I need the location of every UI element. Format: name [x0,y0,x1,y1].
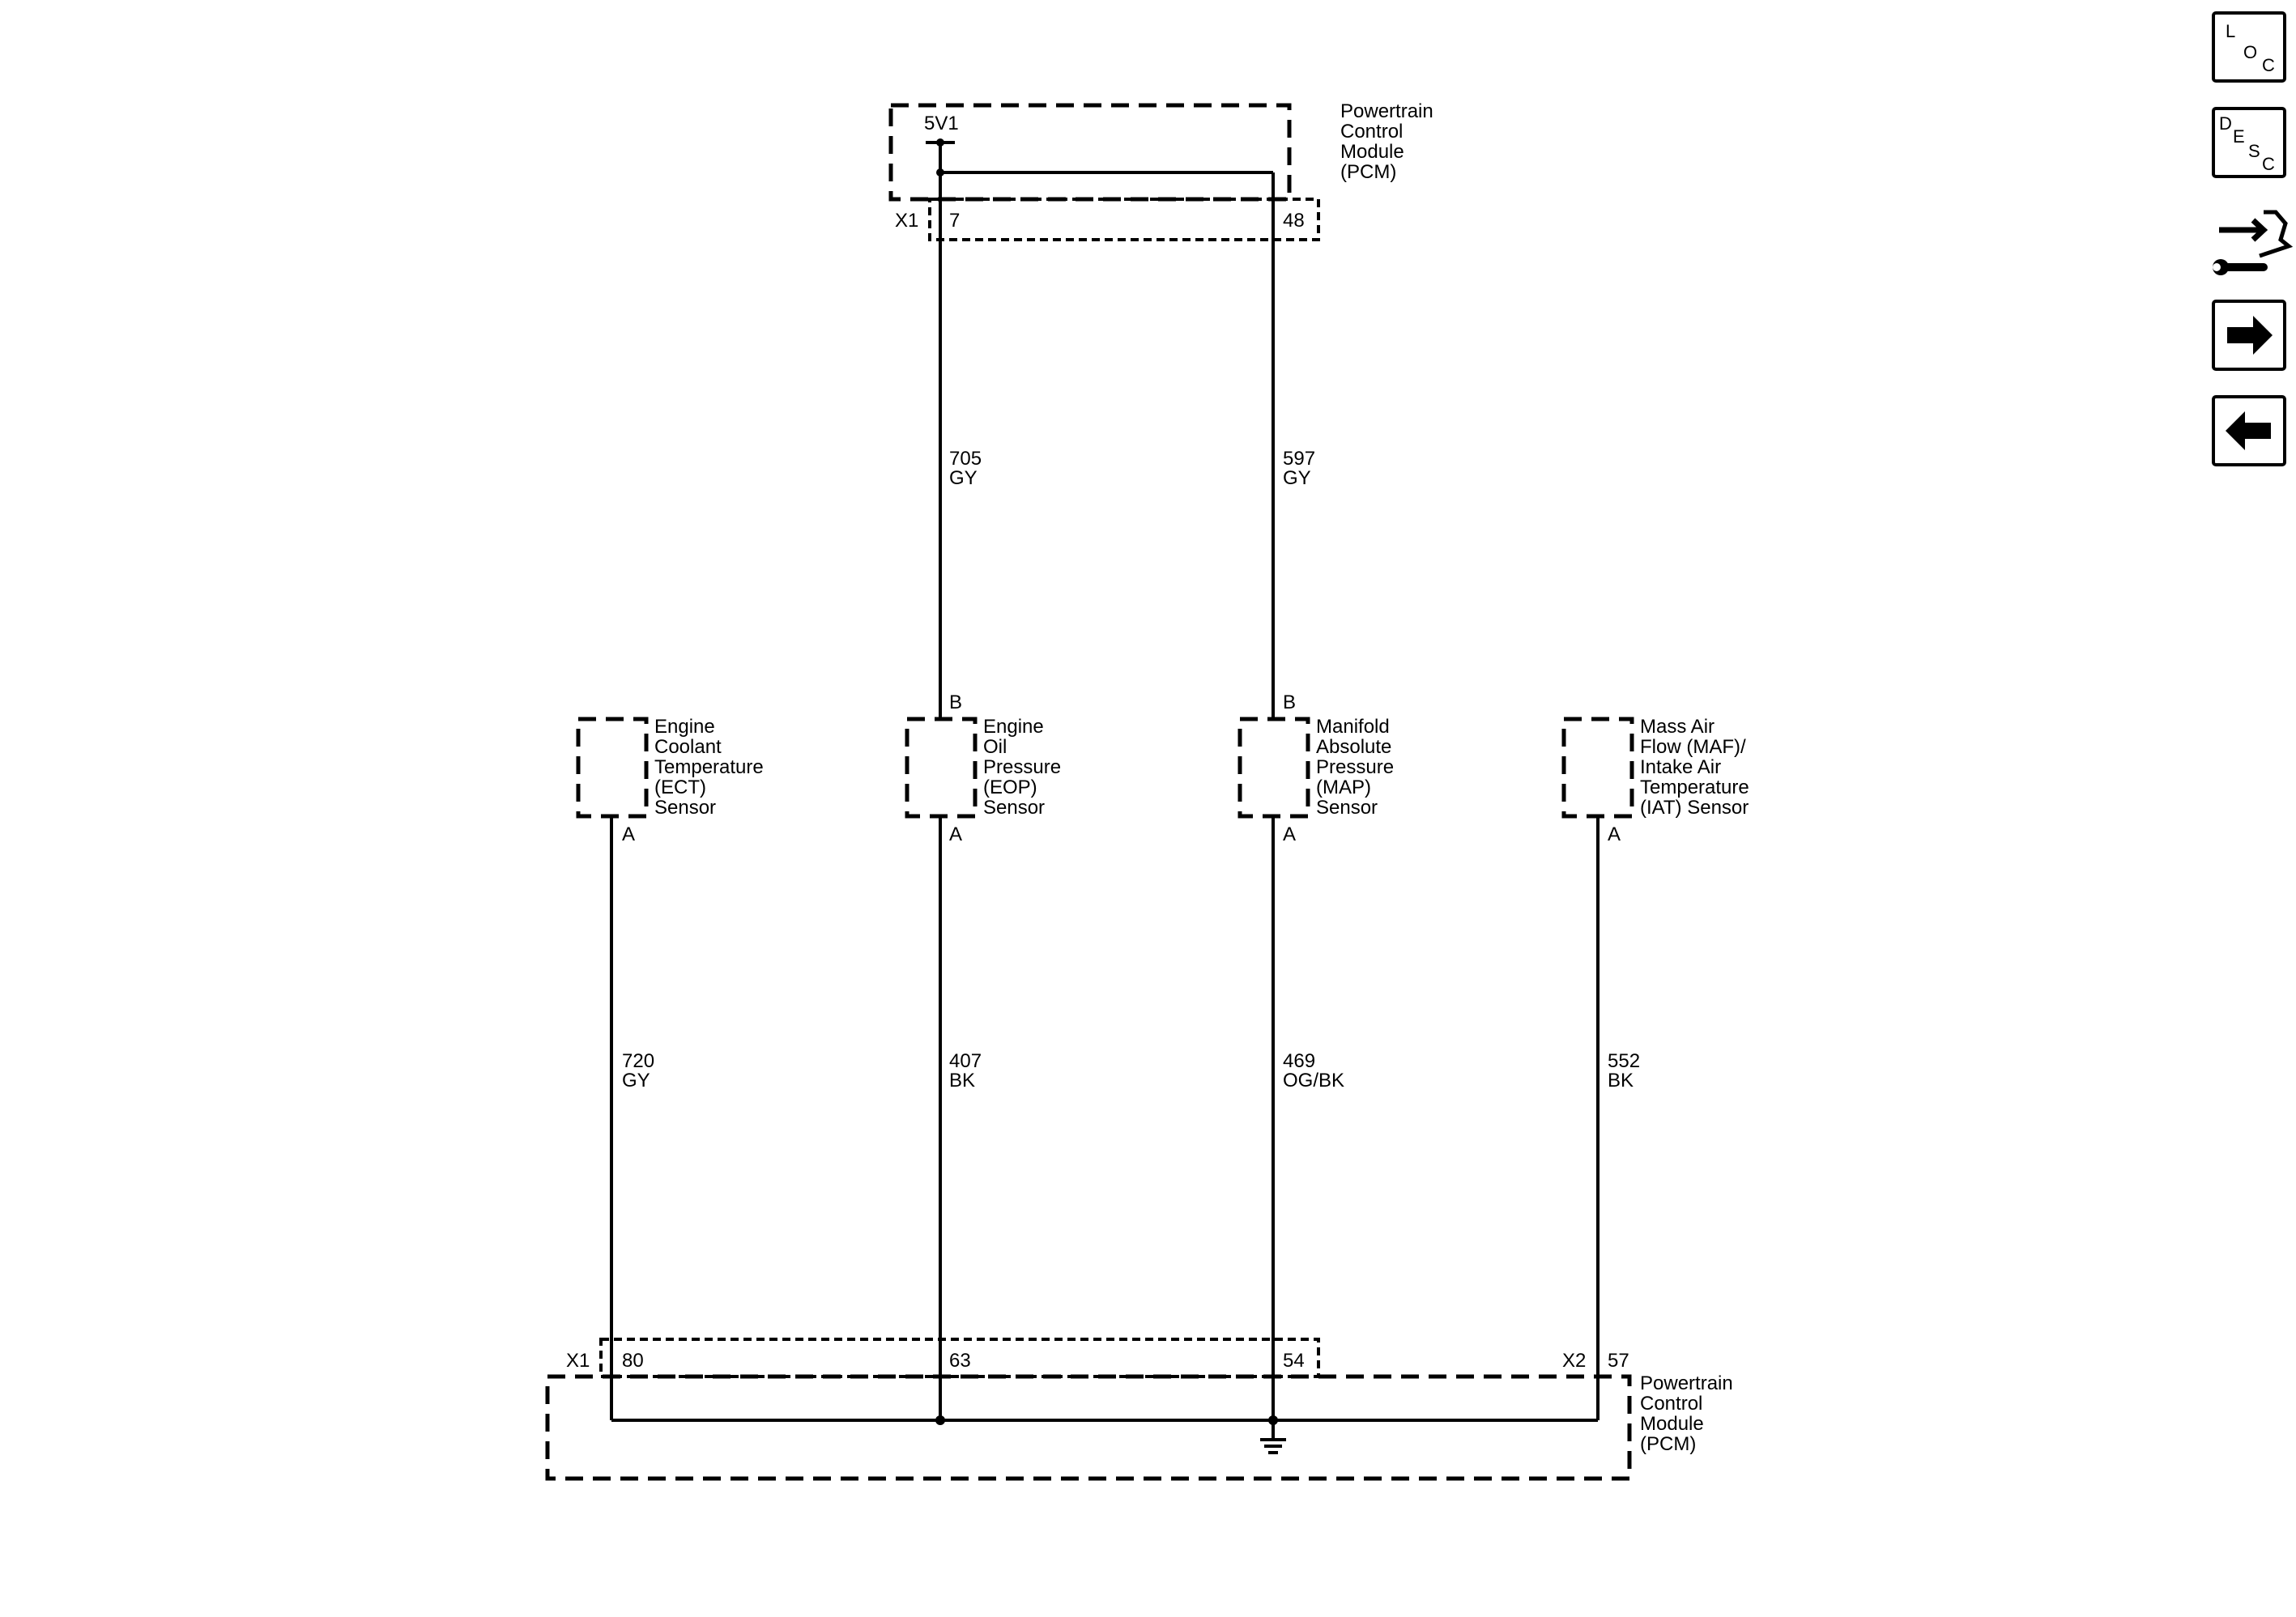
ect-sensor-label-5: Sensor [654,797,716,819]
loc-button[interactable]: L O C [2212,11,2286,83]
map-sensor-label-1: Manifold [1316,716,1390,738]
map-sensor-label-4: (MAP) [1316,777,1371,798]
map-sensor: B Manifold Absolute Pressure (MAP) Senso… [1237,691,1394,845]
eop-sensor: B Engine Oil Pressure (EOP) Sensor A [905,691,1061,845]
desc-button[interactable]: D E S C [2212,107,2286,178]
pcm-top-pin-7: 7 [949,210,960,232]
pcm-bottom-title-1: Powertrain [1640,1372,1733,1394]
map-sensor-outline [1237,717,1310,819]
pcm-top-pin-48: 48 [1283,210,1305,232]
eop-sensor-label-3: Pressure [983,756,1061,778]
map-sensor-label-5: Sensor [1316,797,1378,819]
eop-sensor-label-5: Sensor [983,797,1045,819]
ect-sensor-label-4: (ECT) [654,777,706,798]
ect-sensor-label-2: Coolant [654,736,722,758]
previous-page-button[interactable] [2212,395,2286,466]
pcm-bottom-module: X1 80 63 54 X2 57 Powertrain Control Mod… [545,1338,1733,1481]
pcm-top-title-2: Control [1340,121,1403,143]
maf-iat-sensor: Mass Air Flow (MAF)/ Intake Air Temperat… [1561,716,1749,845]
pcm-bottom-pin-63: 63 [949,1350,971,1372]
loc-letter-o: O [2243,42,2257,62]
ect-sensor-label-3: Temperature [654,756,764,778]
pcm-bottom-x1-label: X1 [566,1350,590,1372]
map-sensor-label-3: Pressure [1316,756,1394,778]
eop-pin-b: B [949,691,962,713]
eop-sensor-label-2: Oil [983,736,1007,758]
loc-letter-c: C [2262,55,2275,75]
circuit-705-color: GY [949,467,978,489]
eop-sensor-label-4: (EOP) [983,777,1037,798]
eop-sensor-label-1: Engine [983,716,1044,738]
arrow-left-icon [2226,411,2271,450]
ground-icon [1260,1420,1286,1454]
loc-letter-l: L [2226,21,2235,41]
ect-sensor-outline [576,717,649,819]
eop-sensor-outline [905,717,978,819]
circuit-705-number: 705 [949,448,982,470]
pcm-bottom-outline [545,1374,1632,1481]
circuit-720-color: GY [622,1070,650,1091]
maf-iat-sensor-label-1: Mass Air [1640,716,1715,738]
desc-letter-c: C [2262,154,2275,174]
desc-icon: D E S C [2219,113,2275,174]
pcm-bottom-pin-54: 54 [1283,1350,1305,1372]
connector-repair-icon [2213,210,2294,275]
maf-iat-sensor-outline [1561,717,1634,819]
arrow-right-icon [2227,316,2273,355]
maf-iat-sensor-label-5: (IAT) Sensor [1640,797,1749,819]
pcm-top-connector-label: X1 [895,210,918,232]
pcm-top-title-4: (PCM) [1340,161,1396,183]
next-page-button[interactable] [2212,300,2286,371]
ect-sensor-label-1: Engine [654,716,715,738]
circuit-469-color: OG/BK [1283,1070,1344,1091]
ect-sensor: Engine Coolant Temperature (ECT) Sensor … [576,716,764,845]
maf-iat-pin-a: A [1608,823,1621,845]
map-pin-b: B [1283,691,1296,713]
pcm-top-title-3: Module [1340,141,1404,163]
circuit-597-color: GY [1283,467,1311,489]
pcm-bottom-title-4: (PCM) [1640,1433,1696,1455]
desc-letter-s: S [2248,141,2260,161]
circuit-469-number: 469 [1283,1050,1315,1072]
circuit-720-number: 720 [622,1050,654,1072]
pcm-bottom-x1-connector [599,1338,1320,1378]
circuit-407-number: 407 [949,1050,982,1072]
pcm-bottom-title-3: Module [1640,1413,1704,1435]
maf-iat-sensor-label-3: Intake Air [1640,756,1721,778]
circuit-552-number: 552 [1608,1050,1640,1072]
pcm-bottom-title-2: Control [1640,1393,1702,1415]
ground-splice-node-407 [935,1415,945,1425]
pcm-top-module: Powertrain Control Module (PCM) 5V1 X1 7… [888,100,1433,241]
loc-icon: L O C [2226,21,2275,75]
eop-pin-a: A [949,823,962,845]
pcm-top-x1-connector [928,198,1320,241]
circuit-552-color: BK [1608,1070,1634,1091]
supply-5v1-node [936,138,944,147]
map-pin-a: A [1283,823,1296,845]
ect-pin-a: A [622,823,635,845]
pcm-bottom-pin-80: 80 [622,1350,644,1372]
circuit-597-number: 597 [1283,448,1315,470]
pcm-bottom-pin-57: 57 [1608,1350,1629,1372]
maf-iat-sensor-label-4: Temperature [1640,777,1749,798]
pcm-top-title-1: Powertrain [1340,100,1433,122]
connector-repair-button[interactable] [2207,194,2294,283]
desc-letter-d: D [2219,113,2232,134]
desc-letter-e: E [2233,126,2245,147]
supply-5v1-label: 5V1 [924,113,959,134]
map-sensor-label-2: Absolute [1316,736,1391,758]
pcm-bottom-x2-label: X2 [1562,1350,1586,1372]
circuit-407-color: BK [949,1070,975,1091]
maf-iat-sensor-label-2: Flow (MAF)/ [1640,736,1746,758]
